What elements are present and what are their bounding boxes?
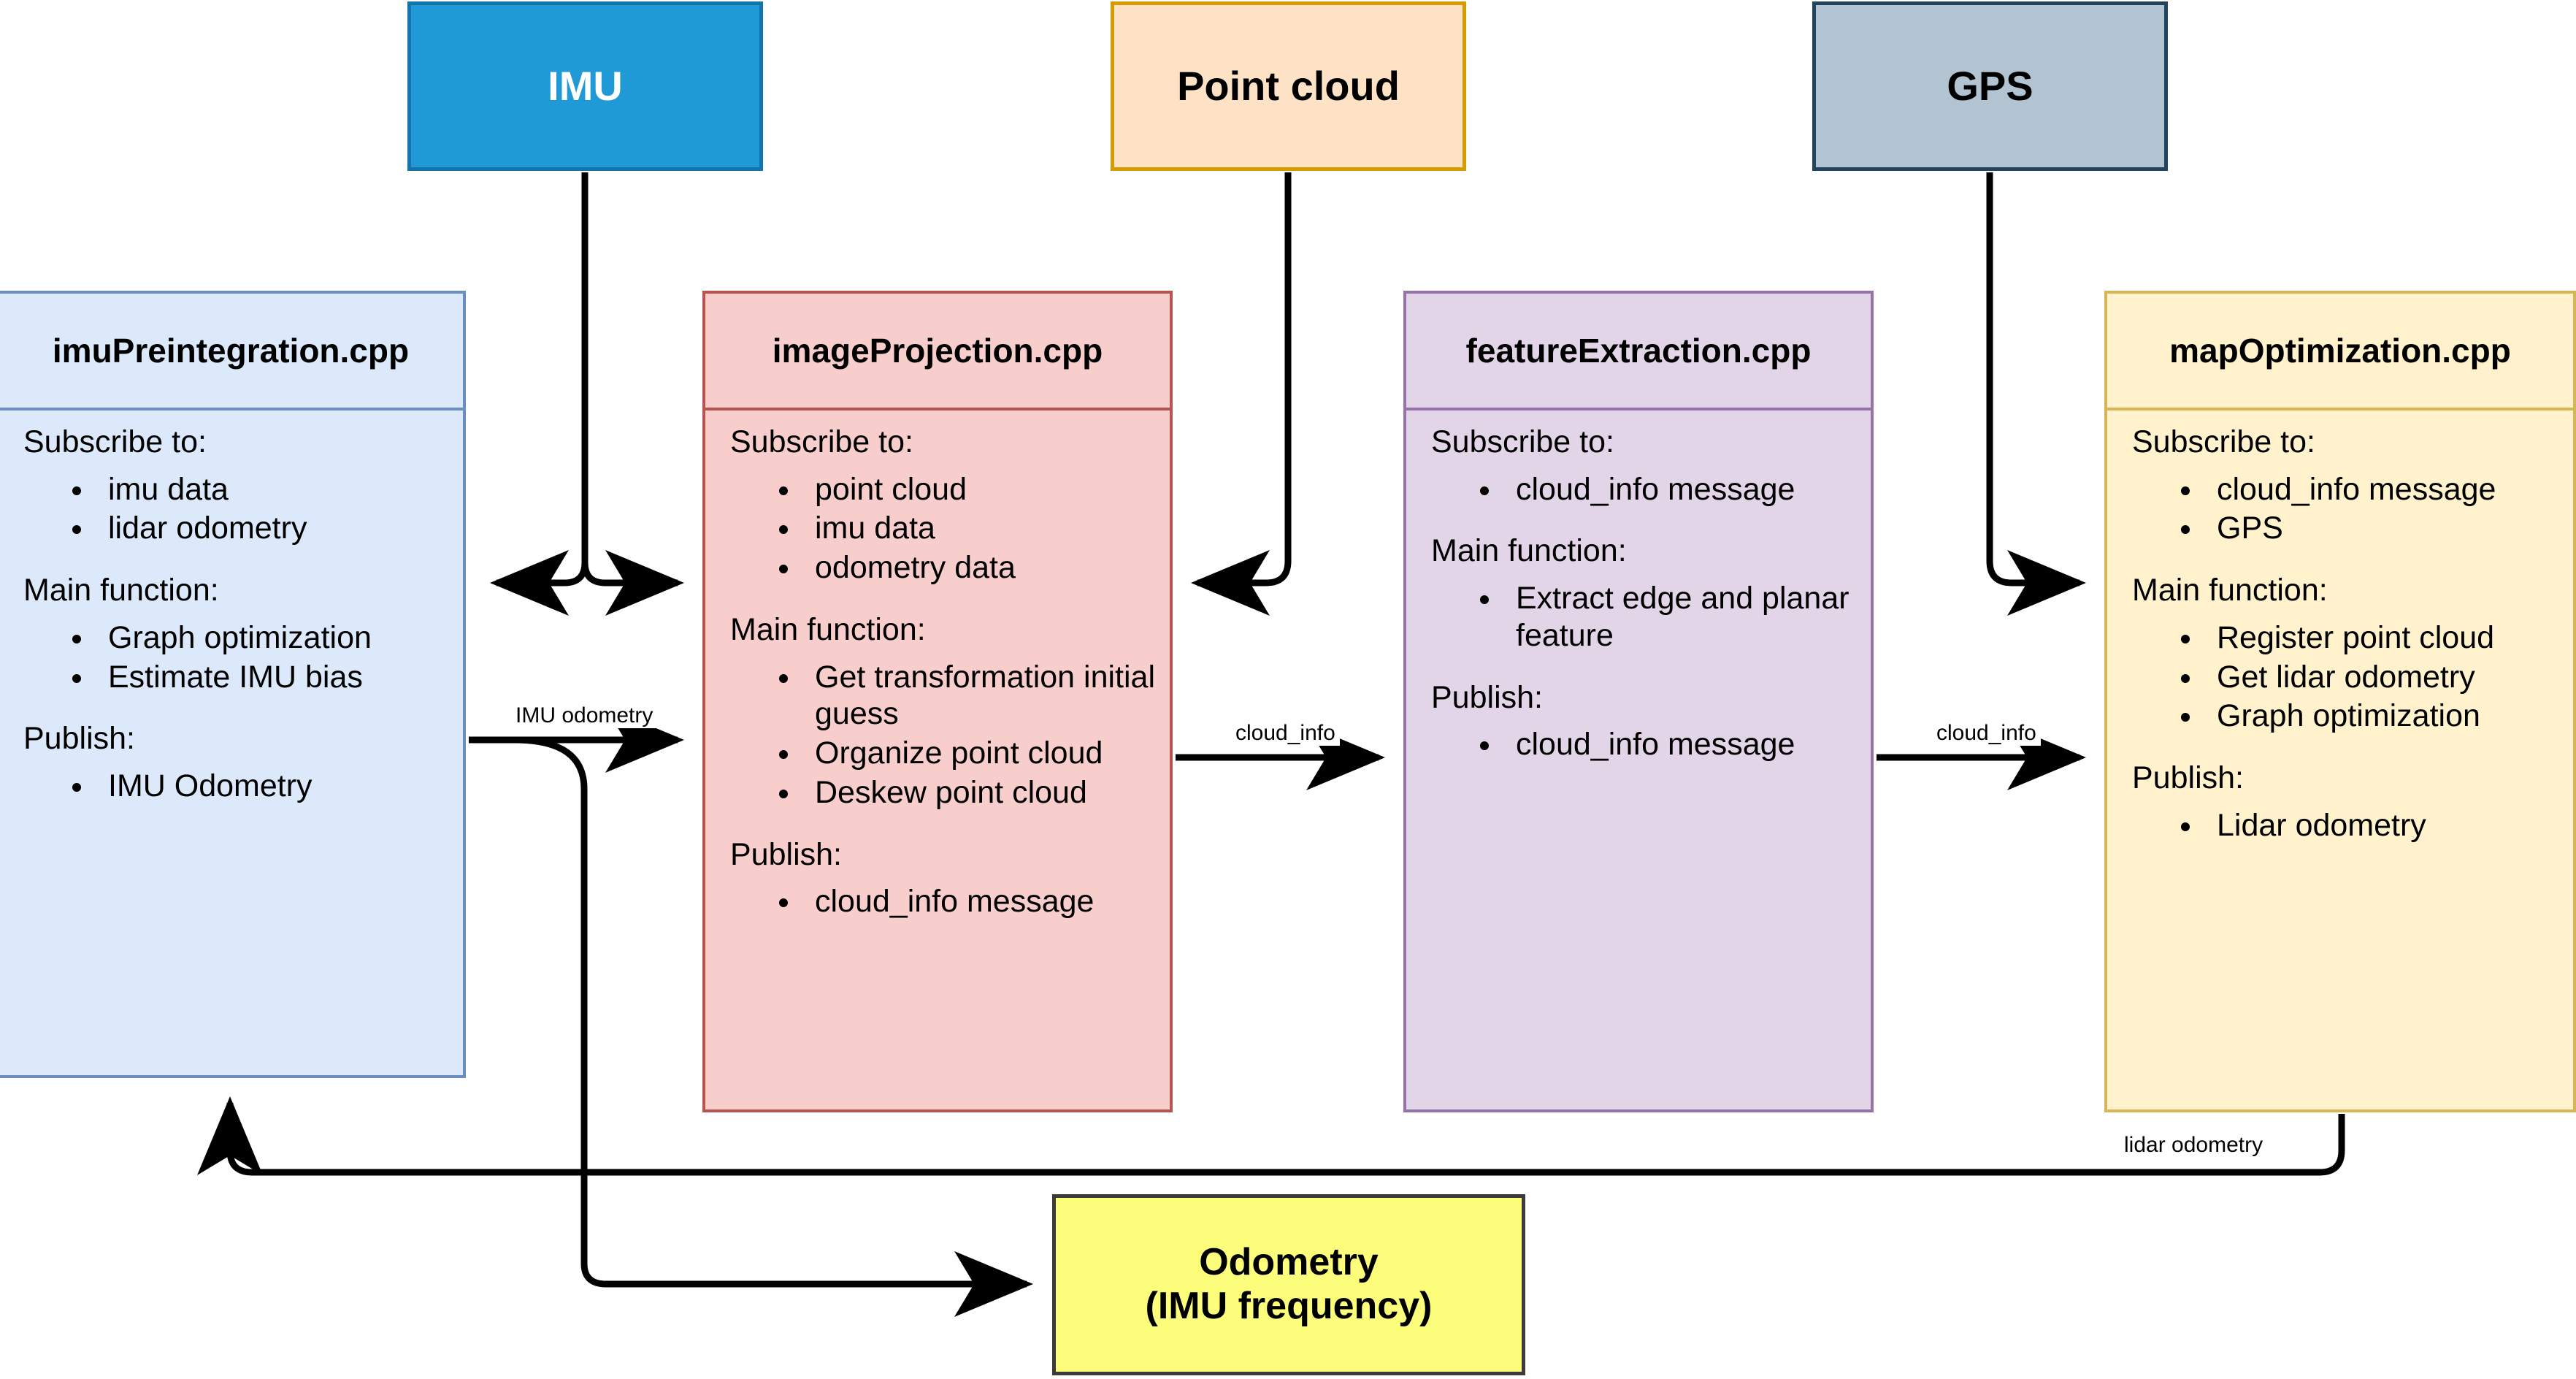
list-item: Graph optimization [2204,698,2569,735]
edge-label-cloud-info-1: cloud_info [1231,721,1340,746]
node-title-feature-extraction: featureExtraction.cpp [1406,294,1871,410]
section-list-publish: IMU Odometry [23,768,459,805]
source-label-imu: IMU [548,62,623,109]
node-body-imu-preintegration: Subscribe to: imu data lidar odometry Ma… [0,410,463,1075]
edge-imu-to-imageprojection [581,172,684,616]
node-map-optimization[interactable]: mapOptimization.cpp Subscribe to: cloud_… [2104,291,2576,1112]
list-item: Deskew point cloud [802,774,1165,811]
list-item: Register point cloud [2204,619,2569,657]
sink-label-line1: Odometry [1199,1241,1379,1284]
source-label-point-cloud: Point cloud [1177,62,1400,109]
section-list-subscribe: cloud_info message GPS [2132,471,2569,547]
section-heading-main-function: Main function: [730,611,926,647]
section-heading-subscribe: Subscribe to: [1431,424,1614,459]
list-item: lidar odometry [95,510,459,547]
list-item: Organize point cloud [802,735,1165,772]
section-list-subscribe: cloud_info message [1431,471,1866,508]
list-item: Get lidar odometry [2204,659,2569,696]
section-heading-subscribe: Subscribe to: [23,424,207,459]
sink-box-odometry[interactable]: Odometry (IMU frequency) [1052,1194,1525,1375]
list-item: Extract edge and planar feature [1503,580,1866,654]
list-item: point cloud [802,471,1165,508]
section-heading-publish: Publish: [23,721,135,757]
section-list-main-function: Extract edge and planar feature [1431,580,1866,654]
list-item: cloud_info message [1503,726,1866,763]
section-list-publish: cloud_info message [730,883,1165,920]
node-title-map-optimization: mapOptimization.cpp [2107,294,2573,410]
section-list-main-function: Register point cloud Get lidar odometry … [2132,619,2569,735]
section-heading-main-function: Main function: [23,573,219,608]
list-item: imu data [802,510,1165,547]
list-item: GPS [2204,510,2569,547]
source-box-point-cloud[interactable]: Point cloud [1111,1,1466,171]
node-body-map-optimization: Subscribe to: cloud_info message GPS Mai… [2107,410,2573,1109]
node-imu-preintegration[interactable]: imuPreintegration.cpp Subscribe to: imu … [0,291,466,1078]
section-list-publish: cloud_info message [1431,726,1866,763]
list-item: cloud_info message [2204,471,2569,508]
source-box-imu[interactable]: IMU [407,1,763,171]
section-list-publish: Lidar odometry [2132,807,2569,844]
list-item: imu data [95,471,459,508]
section-heading-main-function: Main function: [1431,533,1627,569]
edge-pointcloud-to-imageprojection [1191,172,1292,616]
list-item: cloud_info message [1503,471,1866,508]
list-item: odometry data [802,549,1165,587]
sink-label-line2: (IMU frequency) [1145,1285,1433,1327]
list-item: Estimate IMU bias [95,659,459,696]
section-heading-subscribe: Subscribe to: [730,424,913,459]
list-item: cloud_info message [802,883,1165,920]
list-item: Graph optimization [95,619,459,657]
source-box-gps[interactable]: GPS [1812,1,2168,171]
edge-label-lidar-odometry: lidar odometry [2120,1133,2268,1158]
section-heading-main-function: Main function: [2132,573,2328,608]
node-feature-extraction[interactable]: featureExtraction.cpp Subscribe to: clou… [1403,291,1874,1112]
section-heading-publish: Publish: [730,836,842,872]
list-item: Lidar odometry [2204,807,2569,844]
node-body-image-projection: Subscribe to: point cloud imu data odome… [705,410,1170,1109]
list-item: IMU Odometry [95,768,459,805]
node-body-feature-extraction: Subscribe to: cloud_info message Main fu… [1406,410,1871,1109]
section-heading-publish: Publish: [2132,760,2244,796]
edge-imu-split [490,172,589,616]
node-title-image-projection: imageProjection.cpp [705,294,1170,410]
node-title-imu-preintegration: imuPreintegration.cpp [0,294,463,410]
section-heading-subscribe: Subscribe to: [2132,424,2315,459]
section-list-subscribe: point cloud imu data odometry data [730,471,1165,587]
node-image-projection[interactable]: imageProjection.cpp Subscribe to: point … [702,291,1173,1112]
list-item: Get transformation initial guess [802,659,1165,733]
edge-lidar-odometry-feedback [197,1096,2345,1176]
section-list-main-function: Graph optimization Estimate IMU bias [23,619,459,695]
section-list-subscribe: imu data lidar odometry [23,471,459,547]
edge-gps-to-mapoptimization [1986,172,2086,616]
edge-label-cloud-info-2: cloud_info [1932,721,2041,746]
source-label-gps: GPS [1947,62,2033,109]
section-heading-publish: Publish: [1431,679,1543,715]
section-list-main-function: Get transformation initial guess Organiz… [730,659,1165,811]
edge-label-imu-odometry: IMU odometry [511,703,658,728]
